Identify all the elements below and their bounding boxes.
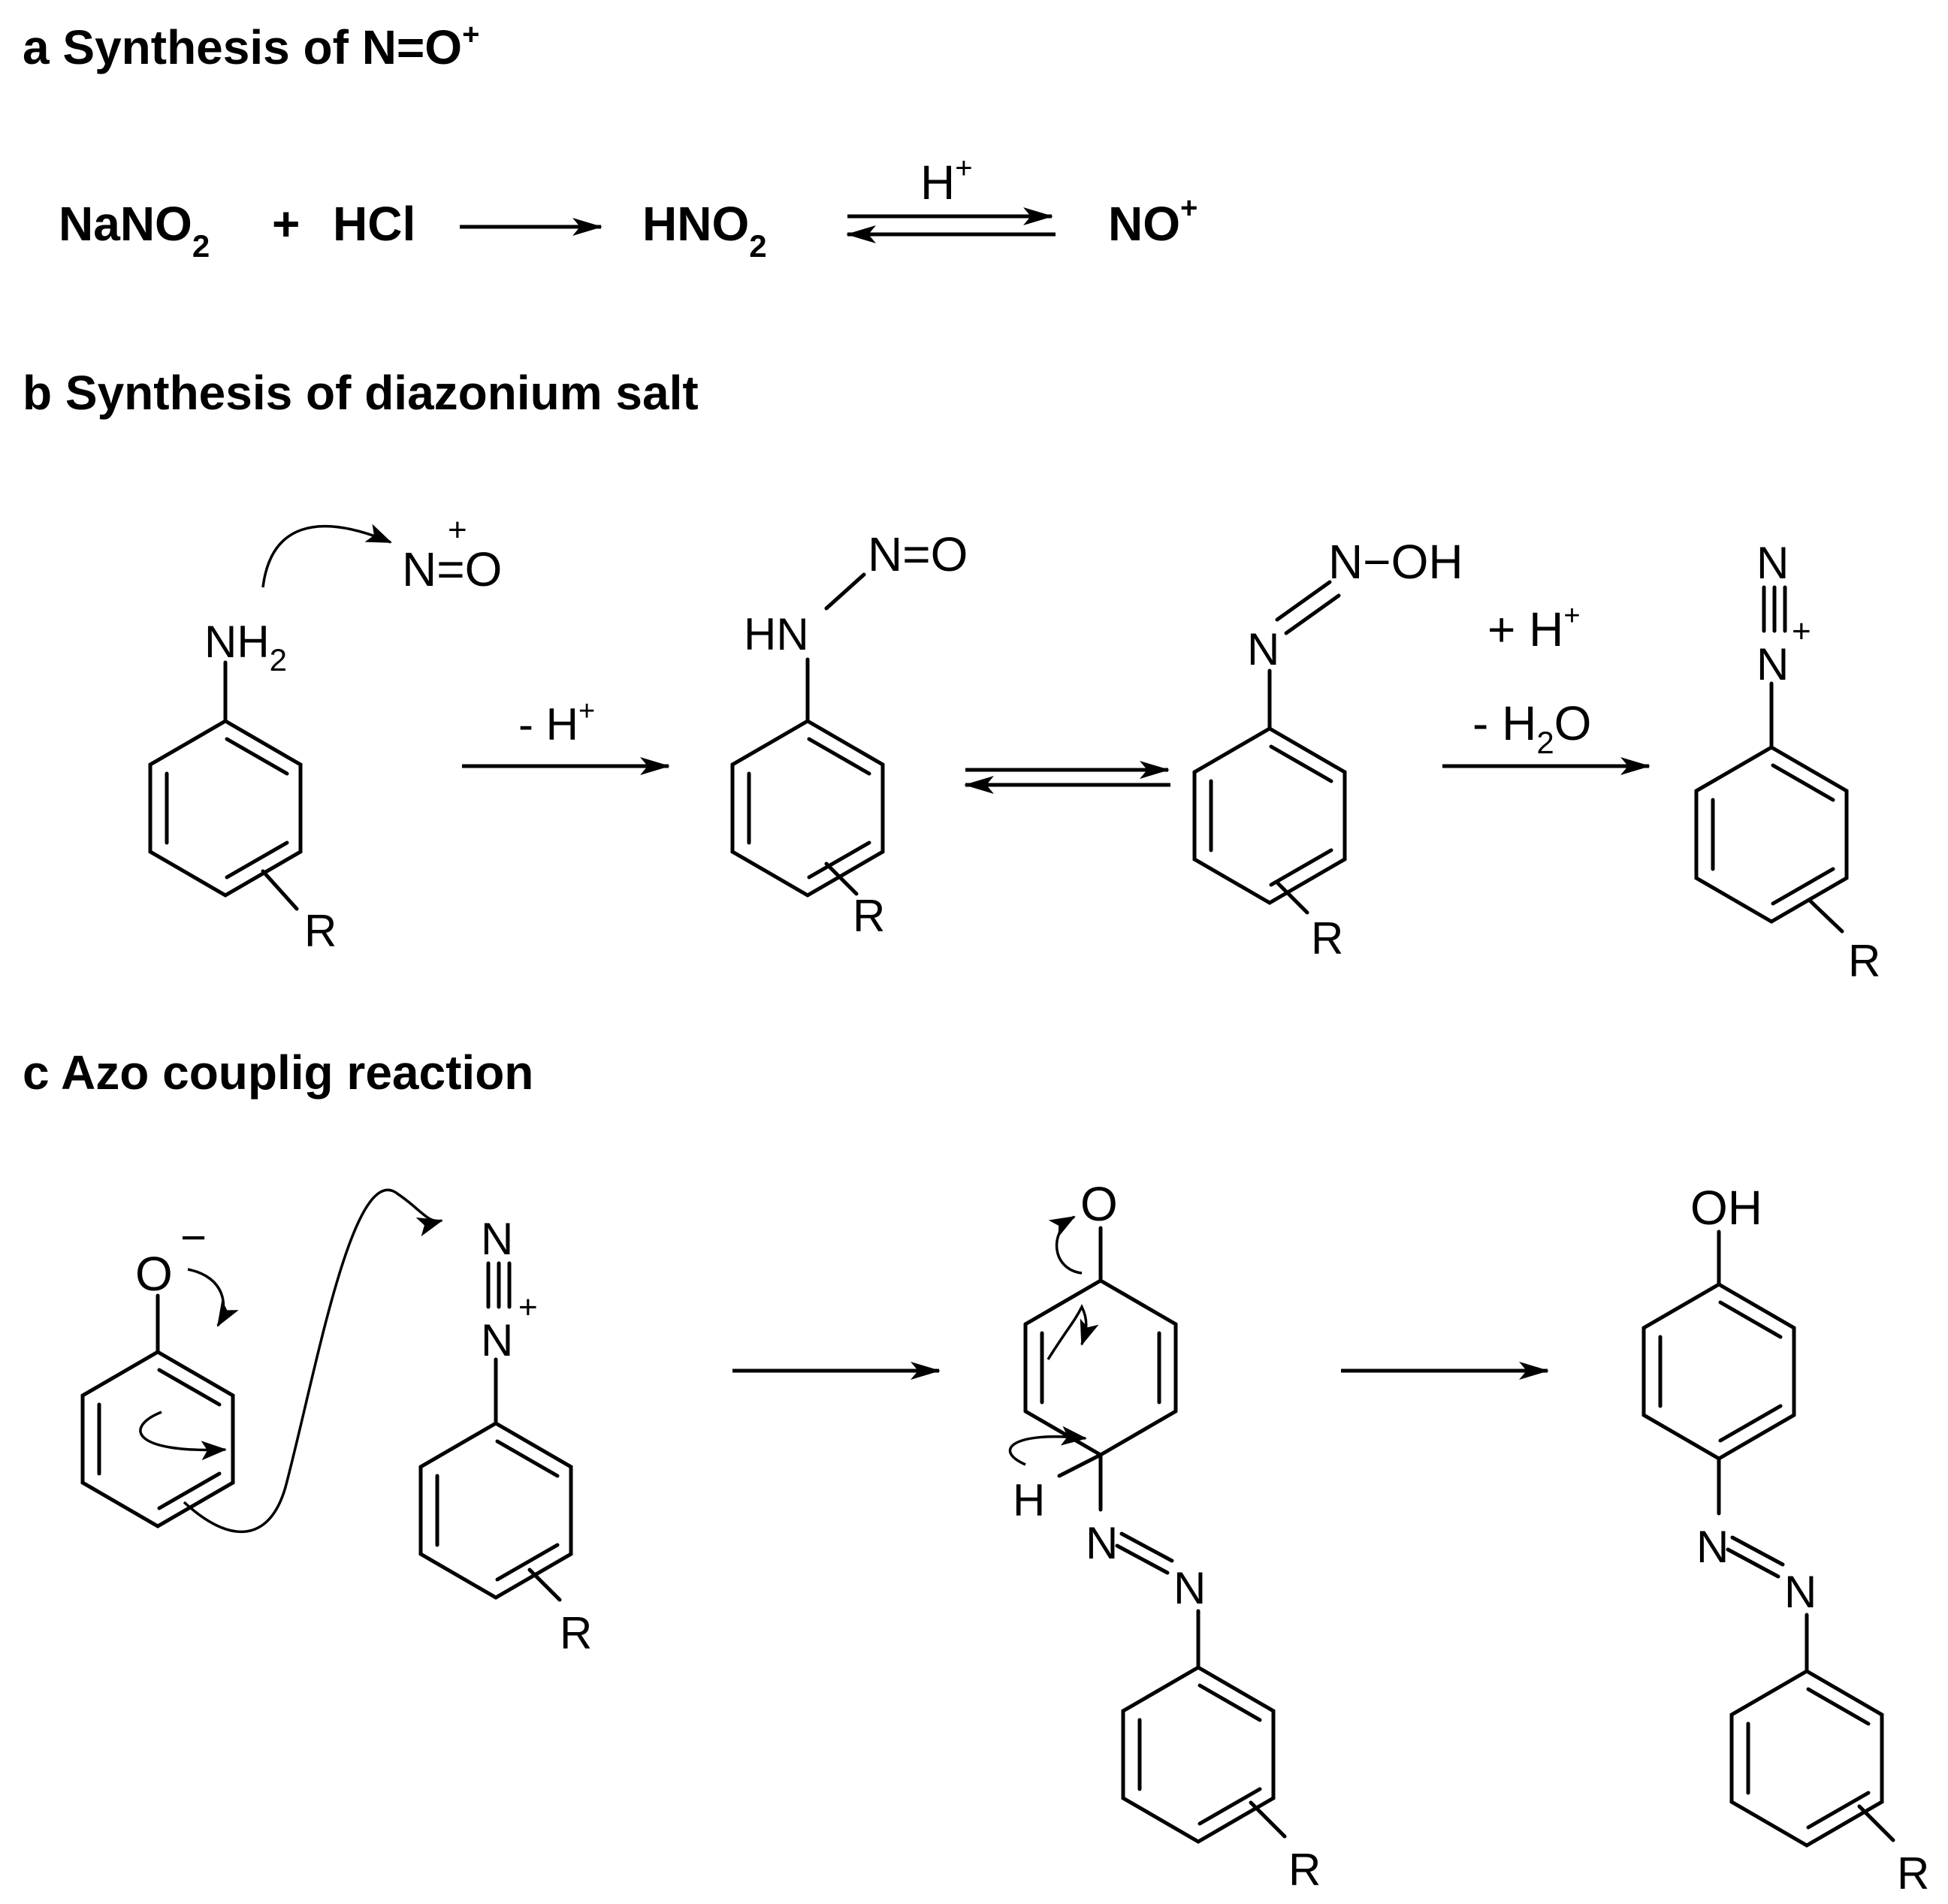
diazonium-n1: N	[1756, 538, 1789, 588]
benzene-ring	[418, 1421, 573, 1600]
step3-remove-water: - H2O	[1472, 696, 1591, 760]
benzene-ring	[80, 1350, 235, 1528]
reactant-hcl: HCl	[333, 197, 415, 251]
azo-product-molecule: OH N N R	[1641, 1181, 1929, 1899]
product-no-plus: NO+	[1108, 192, 1197, 251]
azo-n1: N	[1696, 1522, 1729, 1572]
product-oh: OH	[1690, 1181, 1762, 1235]
hydrogen-atom: H	[1013, 1475, 1045, 1525]
benzene-ring	[1641, 1282, 1796, 1461]
plus-sign: +	[272, 197, 300, 251]
amine-group: NH2	[204, 617, 287, 677]
phenoxide-charge: −	[180, 1212, 207, 1263]
reactant-nano2: NaNO2	[59, 197, 210, 264]
diazonium-molecule: N N + R	[1694, 538, 1880, 986]
diazo-noh: N−OH	[1328, 535, 1463, 589]
azo-n2: N	[1784, 1567, 1817, 1617]
section-a-title: a Synthesis of N=O+	[23, 18, 479, 74]
benzene-ring	[148, 719, 303, 898]
phenoxide-molecule: O −	[80, 1188, 443, 1534]
phenoxide-o: O	[135, 1247, 173, 1301]
intermediate-hno2: HNO2	[642, 197, 767, 264]
diazonium-molecule: N N + R	[418, 1214, 592, 1658]
benzene-ring	[1192, 726, 1347, 905]
diazo-n: N	[1247, 624, 1279, 674]
azo-n2: N	[1173, 1563, 1206, 1613]
r-group: R	[560, 1608, 592, 1658]
diazonium-n2: N	[1756, 639, 1789, 689]
sigma-complex-molecule: O H N N R	[1008, 1177, 1321, 1895]
nitrosonium-charge: +	[448, 511, 467, 548]
diazonium-charge: +	[518, 1289, 538, 1326]
benzene-ring	[1121, 1665, 1276, 1844]
nitrosamine-no: N=O	[868, 527, 968, 581]
aniline-molecule: NH2 R N=O +	[148, 511, 502, 956]
azo-n1: N	[1086, 1518, 1118, 1568]
diazohydroxide-molecule: N N−OH R	[1192, 535, 1463, 964]
diazonium-n2: N	[481, 1315, 513, 1365]
r-group: R	[1288, 1845, 1321, 1895]
nitrosonium-ion: N=O	[402, 542, 502, 596]
curved-arrow-ring	[1046, 1304, 1099, 1360]
diazonium-charge: +	[1792, 613, 1811, 650]
benzene-ring	[1694, 745, 1849, 924]
diazonium-n1: N	[481, 1214, 513, 1264]
r-group: R	[1897, 1848, 1929, 1899]
curved-arrow-carbonyl	[1048, 1215, 1083, 1275]
curved-arrow-coupling	[183, 1188, 443, 1534]
r-group: R	[853, 891, 885, 941]
r-group: R	[304, 906, 337, 956]
r-group: R	[1848, 936, 1880, 986]
benzene-ring	[1729, 1669, 1884, 1848]
curved-arrow-o	[187, 1268, 239, 1327]
section-c-title: c Azo couplig reaction	[23, 1046, 533, 1100]
r-group: R	[1311, 913, 1343, 964]
curved-arrow-ring	[139, 1411, 227, 1461]
step1-condition: - H+	[518, 696, 595, 750]
curved-arrow-attack	[261, 524, 392, 588]
nitrosamine-molecule: HN N=O R	[730, 527, 968, 941]
step3-add-proton: + H+	[1487, 600, 1581, 656]
ketone-o: O	[1080, 1177, 1118, 1231]
benzene-ring	[730, 719, 885, 898]
catalyst-h-plus: H+	[920, 152, 973, 210]
curved-arrow-ch	[1008, 1426, 1087, 1466]
section-b-title: b Synthesis of diazonium salt	[23, 366, 699, 420]
nitrosamine-hn: HN	[744, 609, 809, 659]
